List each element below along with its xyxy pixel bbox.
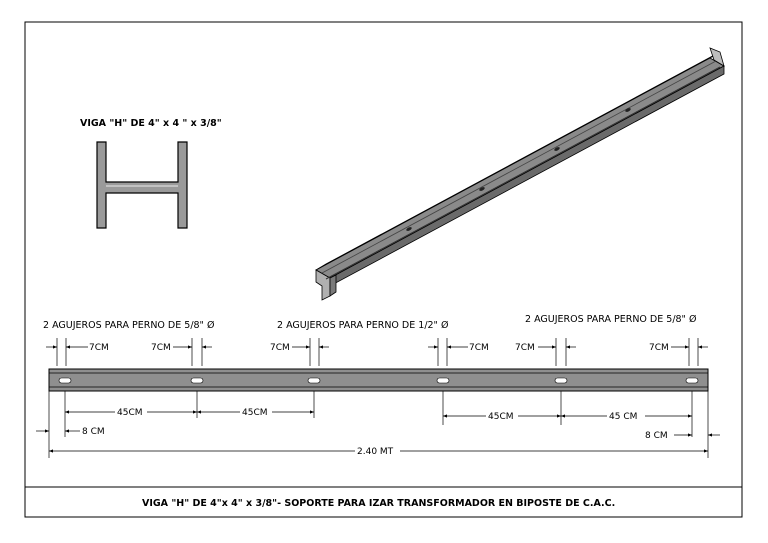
dim-45cm: 45CM	[488, 412, 514, 422]
dimension-45cm-right: 45CM 45 CM	[443, 412, 692, 422]
dimension-total: 2.40 MT	[49, 447, 708, 457]
beam-hole	[554, 147, 560, 151]
bolt-hole	[685, 377, 699, 384]
dim-45cm: 45 CM	[609, 412, 637, 422]
h-beam-section: VIGA "H" DE 4" x 4 " x 3/8"	[80, 118, 222, 229]
dim-45cm: 45CM	[242, 408, 268, 418]
isometric-beam	[315, 47, 725, 301]
hole-group-label-left: 2 AGUJEROS PARA PERNO DE 5/8" Ø	[43, 320, 214, 331]
dim-7cm: 7CM	[270, 343, 290, 353]
dimension-45cm-left: 45CM 45CM	[65, 408, 314, 418]
beam-hole	[625, 108, 631, 112]
dimension-8cm: 8 CM 8 CM	[36, 427, 720, 441]
bolt-hole	[436, 377, 450, 384]
beam-end-face-2	[329, 274, 337, 297]
dim-8cm-right: 8 CM	[645, 431, 668, 441]
dim-7cm: 7CM	[151, 343, 171, 353]
h-profile	[96, 141, 188, 229]
dim-7cm: 7CM	[515, 343, 535, 353]
bolt-hole	[307, 377, 321, 384]
bolt-hole	[58, 377, 72, 384]
drawing-frame	[24, 21, 743, 518]
beam-bottom-face	[329, 65, 725, 287]
hole-group-label-center: 2 AGUJEROS PARA PERNO DE 1/2" Ø	[277, 320, 448, 331]
beam-hole	[479, 187, 485, 191]
dimension-7cm-group: 7CM 7CM 7CM 7CM 7CM 7CM	[46, 338, 708, 366]
footer-title: VIGA "H" DE 4"x 4" x 3/8"- SOPORTE PARA …	[142, 498, 615, 509]
bolt-hole	[190, 377, 204, 384]
dim-8cm-left: 8 CM	[82, 427, 105, 437]
dim-7cm: 7CM	[469, 343, 489, 353]
dim-45cm: 45CM	[117, 408, 143, 418]
beam-edge-line	[321, 60, 717, 274]
beam-web-face	[315, 57, 725, 279]
hole-group-label-right: 2 AGUJEROS PARA PERNO DE 5/8" Ø	[525, 314, 696, 325]
bolt-hole	[554, 377, 568, 384]
beam-elevation-body	[48, 368, 709, 392]
dim-total-length: 2.40 MT	[357, 447, 394, 457]
beam-hole	[406, 227, 412, 231]
beam-groove-line	[325, 66, 721, 280]
beam-elevation	[48, 368, 709, 392]
dim-7cm: 7CM	[89, 343, 109, 353]
section-title: VIGA "H" DE 4" x 4 " x 3/8"	[80, 118, 222, 129]
dim-7cm: 7CM	[649, 343, 669, 353]
beam-far-end	[709, 47, 725, 67]
